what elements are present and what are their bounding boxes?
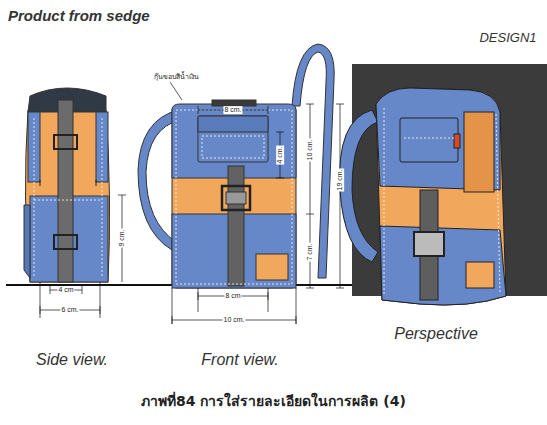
dimension: 7 cm.: [306, 242, 314, 261]
dimension: 6 cm.: [60, 306, 79, 314]
dimension: 4 cm: [57, 286, 74, 294]
dimension: 8 cm: [224, 292, 241, 300]
page-title: Product from sedge: [8, 8, 150, 25]
design-label: DESIGN1: [479, 31, 536, 45]
figure-caption: ภาพที่84 การใส่รายละเอียดในการผลิต (4): [141, 394, 406, 409]
dimension: 8 cm.: [223, 106, 242, 114]
dimension: 4 cm.: [276, 145, 284, 164]
dimension: 19 cm.: [336, 168, 344, 191]
dimension: 10 cm.: [306, 138, 314, 161]
view-label: Front view.: [201, 351, 278, 369]
view-label: Side view.: [36, 351, 108, 369]
note-label: กุ๊นขอบสีน้ำเงิน: [154, 74, 199, 82]
view-label: Perspective: [394, 325, 478, 343]
dimension: 9 cm.: [118, 228, 126, 247]
dimension: 10 cm.: [222, 316, 245, 324]
